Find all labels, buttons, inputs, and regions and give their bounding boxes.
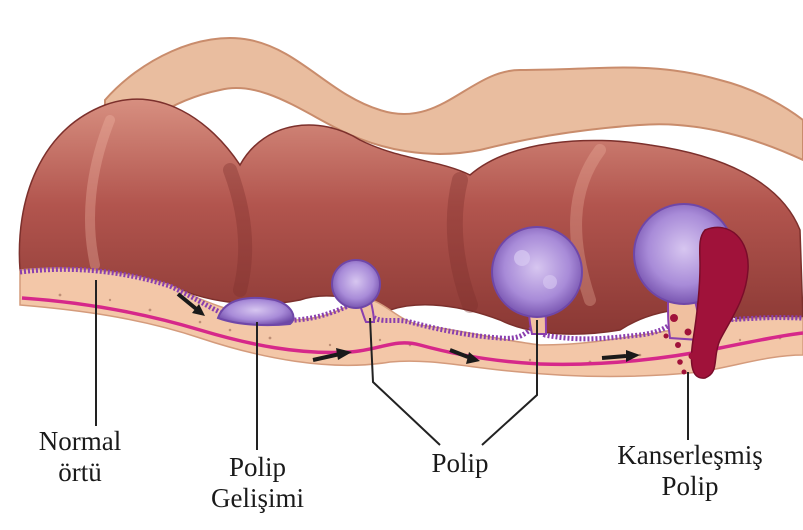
polyp-head-large bbox=[492, 227, 582, 317]
label-line: Normal bbox=[20, 426, 140, 457]
label-polip: Polip bbox=[405, 448, 515, 479]
polyp-texture bbox=[543, 275, 557, 289]
polyp-texture bbox=[514, 250, 530, 266]
label-polip-gelisimi: Polip Gelişimi bbox=[195, 452, 320, 514]
label-line: Gelişimi bbox=[195, 483, 320, 514]
label-kanserlesmis-polip: Kanserleşmiş Polip bbox=[590, 440, 790, 502]
label-line: Polip bbox=[405, 448, 515, 479]
label-normal-ortu: Normal örtü bbox=[20, 426, 140, 488]
label-line: Kanserleşmiş bbox=[590, 440, 790, 471]
label-line: örtü bbox=[20, 457, 140, 488]
label-line: Polip bbox=[195, 452, 320, 483]
polyp-head-small bbox=[332, 260, 380, 308]
label-line: Polip bbox=[590, 471, 790, 502]
